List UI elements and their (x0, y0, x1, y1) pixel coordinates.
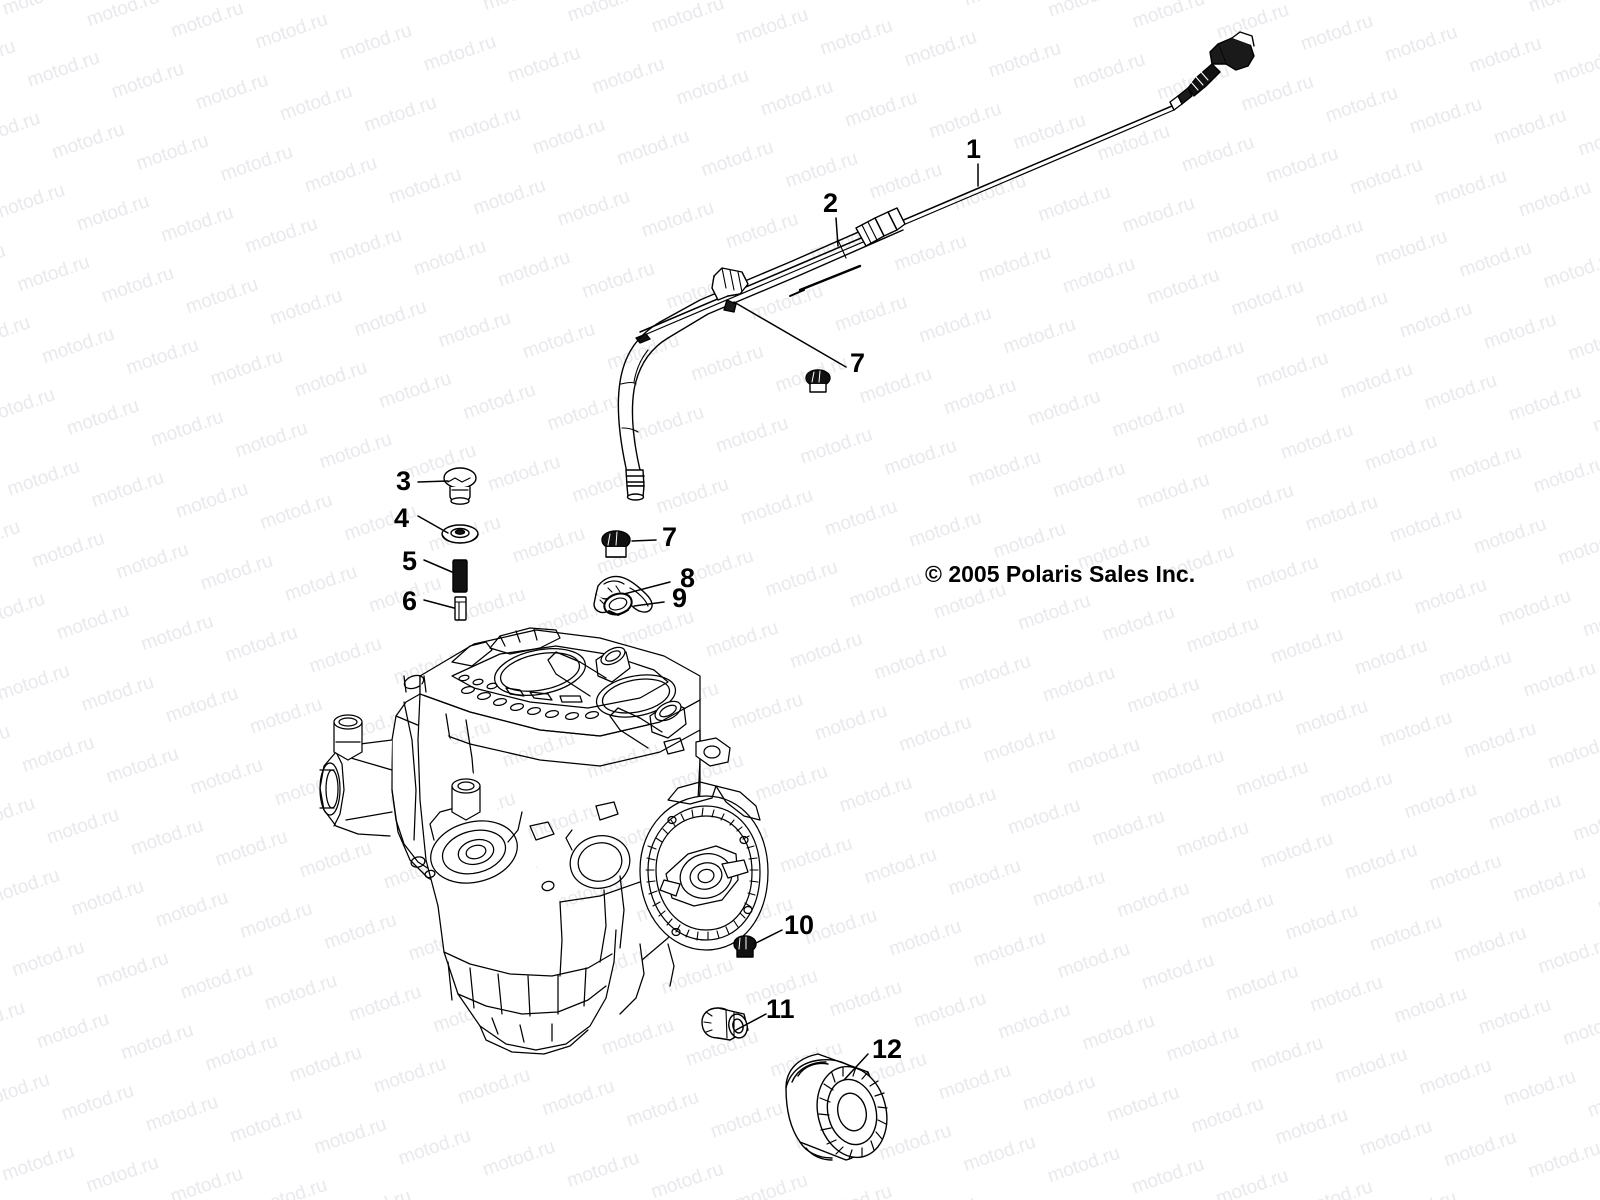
part-drain-plug-bolt (443, 467, 477, 505)
part-sealing-washer (441, 524, 479, 544)
callout-number-9: 9 (672, 583, 688, 613)
part-flange-bolt-upper (805, 369, 831, 393)
callout-number-11: 11 (766, 994, 795, 1024)
part-oil-filter-nipple (701, 1007, 749, 1041)
part-dowel-pin (452, 559, 468, 593)
part-gearcase-housing (319, 627, 769, 1055)
part-bushing-sleeve (454, 596, 467, 621)
callout-number-7-lower: 7 (662, 522, 678, 552)
part-oil-filter (785, 1053, 888, 1161)
callout-number-1: 1 (966, 134, 982, 164)
callout-number-7-upper: 7 (850, 348, 866, 378)
callout-number-4: 4 (394, 503, 410, 533)
callout-number-12: 12 (872, 1034, 903, 1064)
part-flange-bolt-lower (601, 530, 631, 558)
callout-number-10: 10 (784, 910, 815, 940)
copyright-notice: © 2005 Polaris Sales Inc. (925, 561, 1196, 587)
part-plug (733, 935, 757, 958)
callout-number-3: 3 (396, 466, 412, 496)
callout-number-5: 5 (402, 546, 418, 576)
callout-number-2: 2 (823, 188, 839, 218)
callout-number-6: 6 (402, 586, 418, 616)
